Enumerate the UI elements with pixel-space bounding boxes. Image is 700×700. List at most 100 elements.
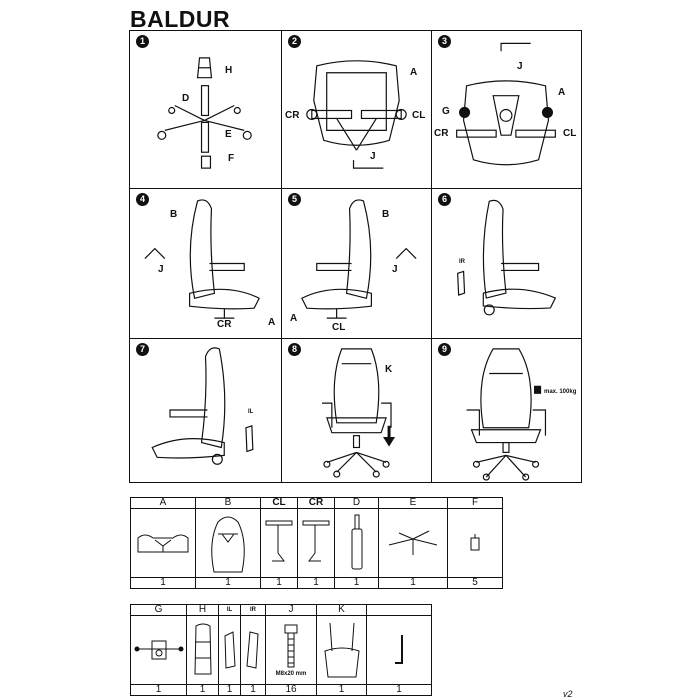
callout-label: CR	[285, 110, 300, 121]
part-count: 1	[130, 577, 196, 589]
part-header: H	[186, 604, 219, 616]
callout-label: CL	[563, 128, 577, 139]
part-header	[366, 604, 432, 616]
part-header: IL	[218, 604, 241, 616]
side-cover-left-illustration	[151, 347, 254, 465]
document-title: BALDUR	[130, 6, 231, 32]
right-side-cover-part-icon	[246, 631, 259, 669]
part-header: B	[195, 497, 261, 509]
step-number: 5	[288, 193, 301, 206]
part-count: 1	[334, 577, 379, 589]
assembled-chair-illustration	[466, 348, 547, 481]
callout-label: J	[158, 264, 164, 275]
part-count: 1	[240, 684, 266, 696]
gas-lift-part-icon	[351, 514, 362, 570]
part-header: K	[316, 604, 367, 616]
part-count: 1	[218, 684, 241, 696]
part-header: CR	[297, 497, 335, 509]
step-number: 7	[136, 343, 149, 356]
part-count: 1	[378, 577, 448, 589]
step-number: 8	[288, 343, 301, 356]
part-count: 1	[316, 684, 367, 696]
step-3-panel: 3 J A G CR CL	[432, 31, 581, 189]
parts-table-2: G H IL IR J K M8x20 mm 1 1 1 1 16 1 1	[130, 604, 432, 696]
callout-label: F	[228, 153, 235, 164]
step-number: 1	[136, 35, 149, 48]
bolt-spec: M8x20 mm	[275, 671, 307, 677]
part-header: G	[130, 604, 187, 616]
chair-on-base-illustration	[321, 348, 396, 478]
step-number: 6	[438, 193, 451, 206]
part-header: D	[334, 497, 379, 509]
callout-label: A	[558, 87, 566, 98]
bolt-part-icon	[284, 624, 298, 668]
part-header: IR	[240, 604, 266, 616]
weight-limit-label: max. 100kg	[544, 389, 577, 395]
step-number: 3	[438, 35, 451, 48]
callout-label: E	[225, 129, 232, 140]
callout-label: A	[410, 67, 418, 78]
part-count: 5	[447, 577, 503, 589]
callout-label: J	[517, 61, 523, 72]
callout-label: CR	[434, 128, 449, 139]
callout-label: A	[290, 313, 298, 324]
base-assembly-illustration	[157, 57, 252, 169]
base-part-icon	[388, 530, 438, 555]
step-1-panel: 1 H D E F	[130, 31, 282, 189]
step-7-panel: 7 IL	[130, 339, 282, 482]
step-4-panel: 4 B J CR A	[130, 189, 282, 339]
callout-label: CL	[332, 322, 346, 333]
callout-label: CR	[217, 319, 232, 330]
callout-label: G	[442, 106, 450, 117]
part-header: F	[447, 497, 503, 509]
callout-label: CL	[412, 110, 426, 121]
callout-label: A	[268, 317, 276, 328]
left-armrest-part-icon	[265, 520, 293, 562]
caster-part-icon	[470, 534, 480, 551]
part-count: 1	[366, 684, 432, 696]
step-number: 2	[288, 35, 301, 48]
part-header: J	[265, 604, 317, 616]
part-count: 1	[130, 684, 187, 696]
callout-label: IR	[459, 259, 465, 265]
step-5-panel: 5 B J A CL	[282, 189, 432, 339]
part-count: 1	[195, 577, 261, 589]
backrest-part-icon	[211, 516, 245, 573]
callout-label: H	[225, 65, 233, 76]
side-cover-right-illustration	[457, 199, 557, 316]
callout-label: K	[385, 364, 393, 375]
back-support-part-icon	[323, 622, 360, 678]
part-header: CL	[260, 497, 298, 509]
step-8-panel: 8 K	[282, 339, 432, 482]
callout-label: J	[392, 264, 398, 275]
step-6-panel: 6 IR	[432, 189, 581, 339]
step-number: 9	[438, 343, 451, 356]
callout-label: B	[170, 209, 178, 220]
step-number: 4	[136, 193, 149, 206]
callout-label: J	[370, 151, 376, 162]
right-armrest-part-icon	[302, 520, 330, 562]
step-2-panel: 2 A CR CL J	[282, 31, 432, 189]
part-count: 1	[297, 577, 335, 589]
parts-table-1: A B CL CR D E F 1 1 1 1 1 1 5	[130, 497, 503, 589]
allen-key-icon	[395, 635, 403, 664]
part-count: 1	[260, 577, 298, 589]
backrest-left-illustration	[301, 199, 417, 319]
part-header: E	[378, 497, 448, 509]
callout-label: D	[182, 93, 190, 104]
part-count: 1	[186, 684, 219, 696]
part-header: A	[130, 497, 196, 509]
version-label: v2	[563, 689, 573, 699]
gas-lift-cover-part-icon	[193, 623, 212, 675]
callout-label: B	[382, 209, 390, 220]
step-9-panel: 9 max. 100kg	[432, 339, 581, 482]
left-side-cover-part-icon	[223, 631, 236, 669]
seat-armrest-illustration	[306, 60, 407, 169]
mechanism-part-icon	[134, 640, 183, 660]
mechanism-illustration	[456, 42, 556, 166]
part-count: 16	[265, 684, 317, 696]
callout-label: IL	[248, 409, 254, 415]
seat-part-icon	[137, 534, 189, 553]
backrest-right-illustration	[144, 199, 260, 319]
assembly-steps-grid: 1 H D E F 2 A CR CL J 3	[129, 30, 582, 483]
